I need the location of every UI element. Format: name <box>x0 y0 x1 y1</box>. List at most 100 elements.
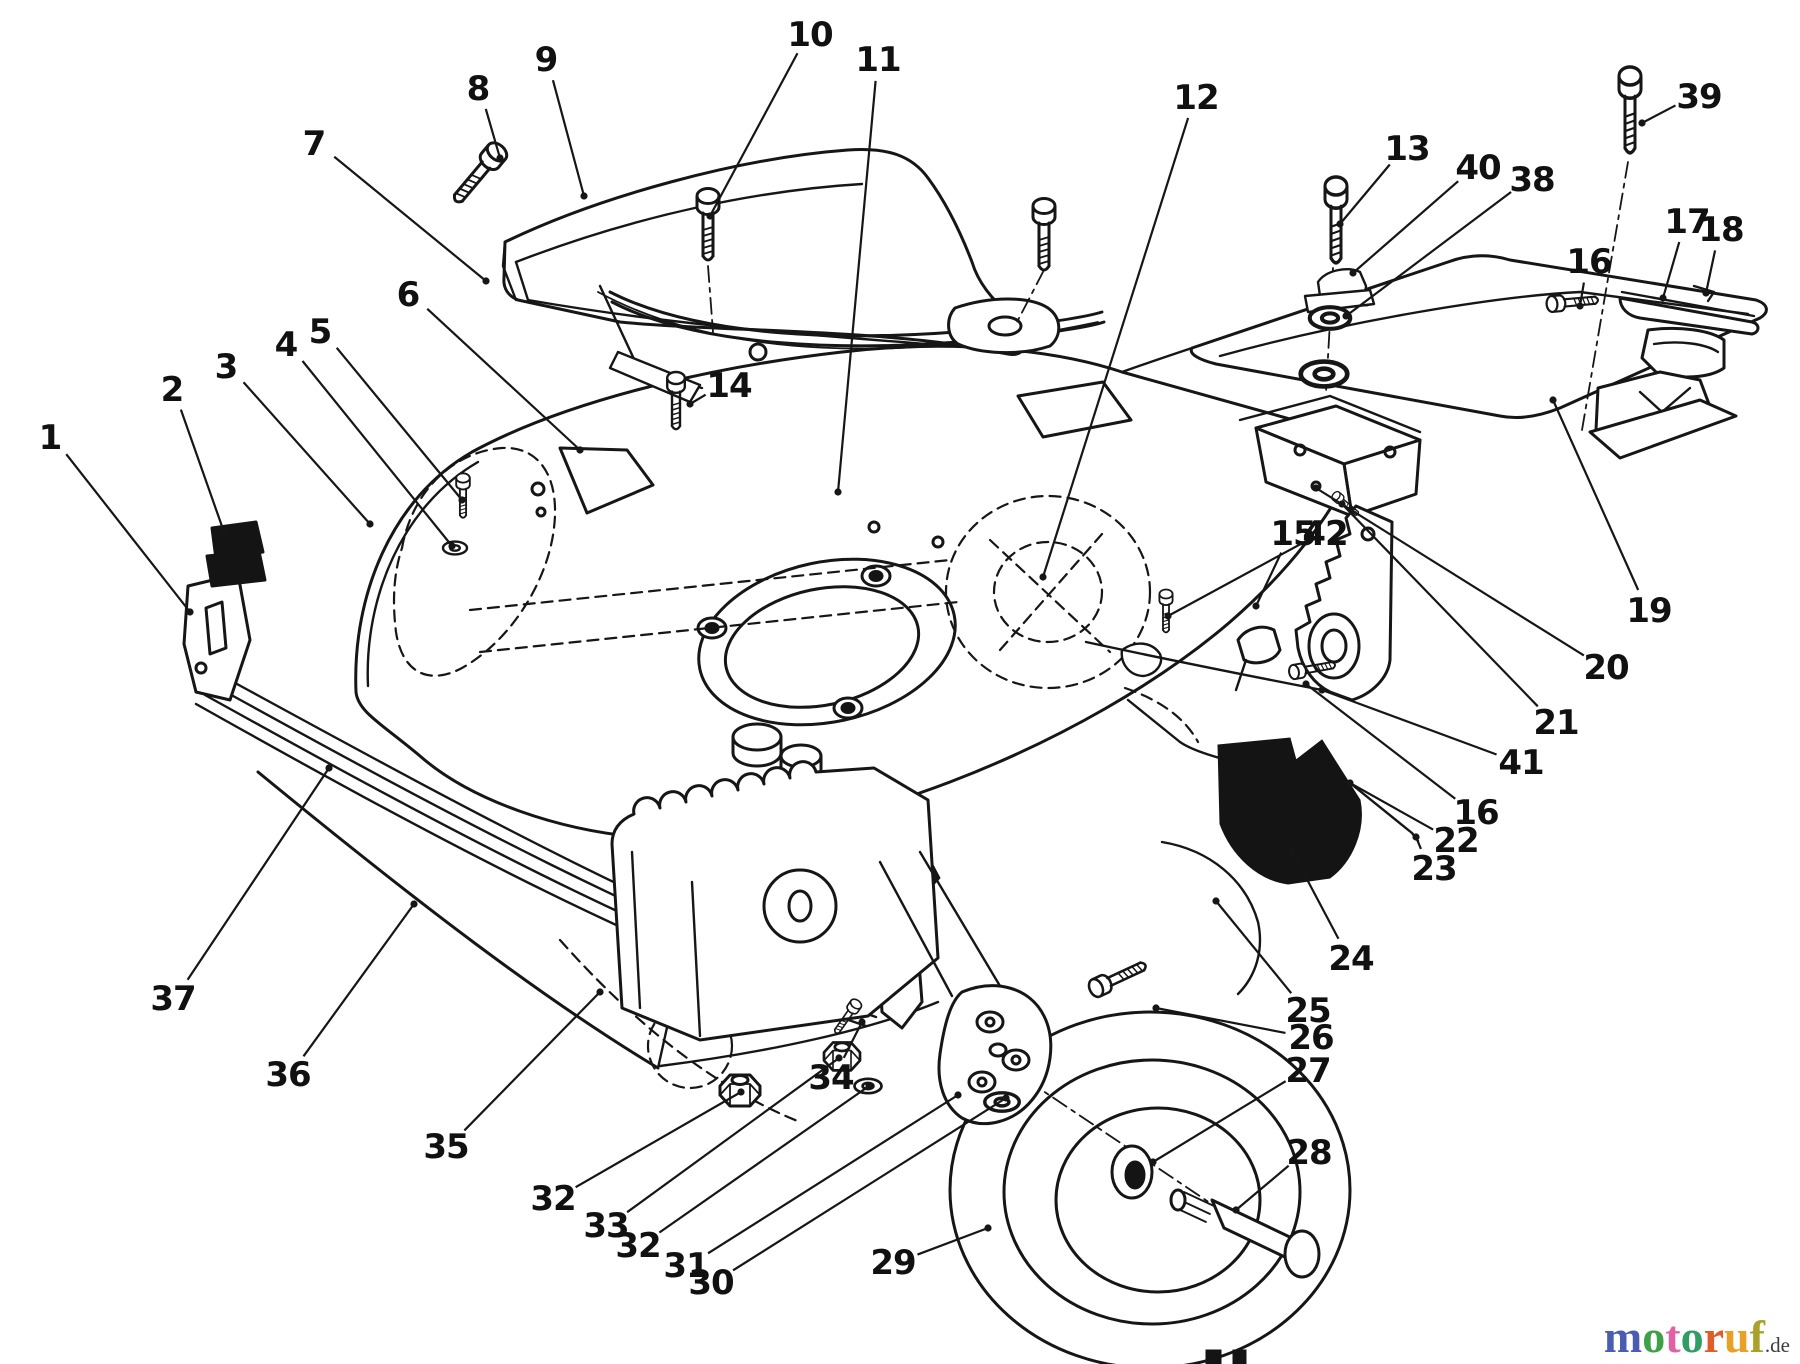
tire <box>948 1010 1352 1364</box>
callout-dot-38 <box>1342 312 1350 320</box>
callout-dot-22 <box>1346 779 1354 787</box>
callout-leader-27 <box>1152 1080 1287 1163</box>
callout-number-14: 14 <box>706 366 752 406</box>
callout-dot-2 <box>220 528 228 536</box>
callout-dot-5 <box>458 496 466 504</box>
callout-leader-41 <box>1321 688 1497 756</box>
height-adjuster-plate <box>1120 504 1394 702</box>
callout-dot-18 <box>1702 289 1710 297</box>
callout-number-27: 27 <box>1285 1051 1330 1091</box>
callout-leader-15 <box>1255 552 1283 607</box>
callout-number-12: 12 <box>1173 78 1218 118</box>
wheel-assembly <box>937 840 1352 1364</box>
callout-dot-13 <box>1336 220 1344 228</box>
callout-leader-16 <box>1305 683 1456 800</box>
callout-leader-8 <box>484 108 502 159</box>
callout-number-31: 31 <box>663 1246 708 1286</box>
callout-number-28: 28 <box>1286 1133 1331 1173</box>
callout-number-11: 11 <box>855 40 900 80</box>
washer-38b <box>1301 362 1348 387</box>
callout-dot-7 <box>482 277 490 285</box>
callout-dot-20 <box>1312 484 1320 492</box>
callout-number-4: 4 <box>275 325 298 365</box>
callout-dot-27 <box>1149 1158 1157 1166</box>
deck-housing <box>354 344 1358 841</box>
callout-dot-8 <box>496 154 504 162</box>
callout-number-23: 23 <box>1411 849 1456 889</box>
callout-leader-3 <box>242 381 371 525</box>
callout-leader-32 <box>658 1085 870 1234</box>
top-cover <box>501 147 1026 356</box>
callout-leader-36 <box>302 903 415 1057</box>
brand-letter: r <box>1703 1311 1724 1362</box>
callout-number-26: 26 <box>1288 1018 1333 1058</box>
callout-number-40: 40 <box>1455 148 1501 188</box>
brand-suffix: .de <box>1764 1333 1790 1357</box>
callout-dot-29 <box>984 1224 992 1232</box>
fasteners <box>441 65 1643 1108</box>
callout-dot-36 <box>410 900 418 908</box>
callout-dot-26 <box>1152 1004 1160 1012</box>
bolt-8 <box>445 137 512 210</box>
callout-leader-6 <box>426 307 581 451</box>
callout-leader-26 <box>1155 1006 1286 1035</box>
handle-tab <box>947 297 1061 354</box>
callout-number-25: 25 <box>1285 991 1330 1031</box>
cropped-marks <box>1205 1349 1247 1364</box>
callout-dot-40 <box>1349 269 1357 277</box>
callout-leader-9 <box>551 79 586 197</box>
clamp-bar <box>1588 284 1760 460</box>
callout-dot-11 <box>834 488 842 496</box>
callout-number-35: 35 <box>423 1127 468 1167</box>
brand-letter: o <box>1680 1311 1704 1362</box>
left-bracket <box>182 520 267 702</box>
callout-dot-39 <box>1638 119 1646 127</box>
callout-number-8: 8 <box>467 69 490 109</box>
callout-number-30: 30 <box>688 1263 734 1303</box>
callout-number-7: 7 <box>303 124 326 164</box>
callout-leader-2 <box>179 409 226 533</box>
callout-dot-41 <box>1318 686 1326 694</box>
callout-number-32: 32 <box>530 1179 575 1219</box>
rubber-flap <box>205 549 267 588</box>
callout-number-29: 29 <box>870 1243 915 1283</box>
callout-leader-7 <box>333 155 487 282</box>
brand-letter: f <box>1749 1311 1765 1362</box>
callout-dot-30 <box>1002 1094 1010 1102</box>
callout-leader-33 <box>626 1057 840 1214</box>
side-plate-left <box>610 760 1002 1042</box>
callout-leader-13 <box>1339 163 1391 225</box>
callout-number-24: 24 <box>1328 939 1374 979</box>
callout-number-32: 32 <box>615 1226 660 1266</box>
callout-dot-21 <box>1338 500 1346 508</box>
bolt-wheel <box>1084 955 1151 1001</box>
callout-number-38: 38 <box>1509 160 1554 200</box>
callout-dot-34 <box>858 1018 866 1026</box>
callout-dot-15 <box>1252 602 1260 610</box>
callout-leader-18 <box>1704 250 1717 294</box>
callout-leader-4 <box>301 360 453 547</box>
callout-dot-31 <box>954 1091 962 1099</box>
callout-leader-34 <box>842 1021 863 1059</box>
callout-leader-10 <box>709 52 799 217</box>
callout-number-2: 2 <box>161 370 184 410</box>
mount-bracket <box>1238 394 1422 518</box>
callout-dot-3 <box>366 520 374 528</box>
callout-dot-42 <box>1164 612 1172 620</box>
callout-dot-10 <box>706 212 714 220</box>
callout-leader-25 <box>1215 900 1293 994</box>
callout-leader-42 <box>1167 542 1303 617</box>
callout-leader-37 <box>186 767 330 981</box>
washer-4 <box>441 540 469 556</box>
callout-dot-4 <box>448 542 456 550</box>
callout-leader-40 <box>1352 180 1459 274</box>
callout-leader-20 <box>1315 487 1585 657</box>
callout-number-13: 13 <box>1384 129 1429 169</box>
callout-dot-33 <box>835 1054 843 1062</box>
callout-dot-24 <box>1288 847 1296 855</box>
callout-number-37: 37 <box>150 979 195 1019</box>
callout-leader-28 <box>1235 1164 1290 1211</box>
callout-leader-12 <box>1041 117 1190 578</box>
callout-dot-16 <box>1302 680 1310 688</box>
